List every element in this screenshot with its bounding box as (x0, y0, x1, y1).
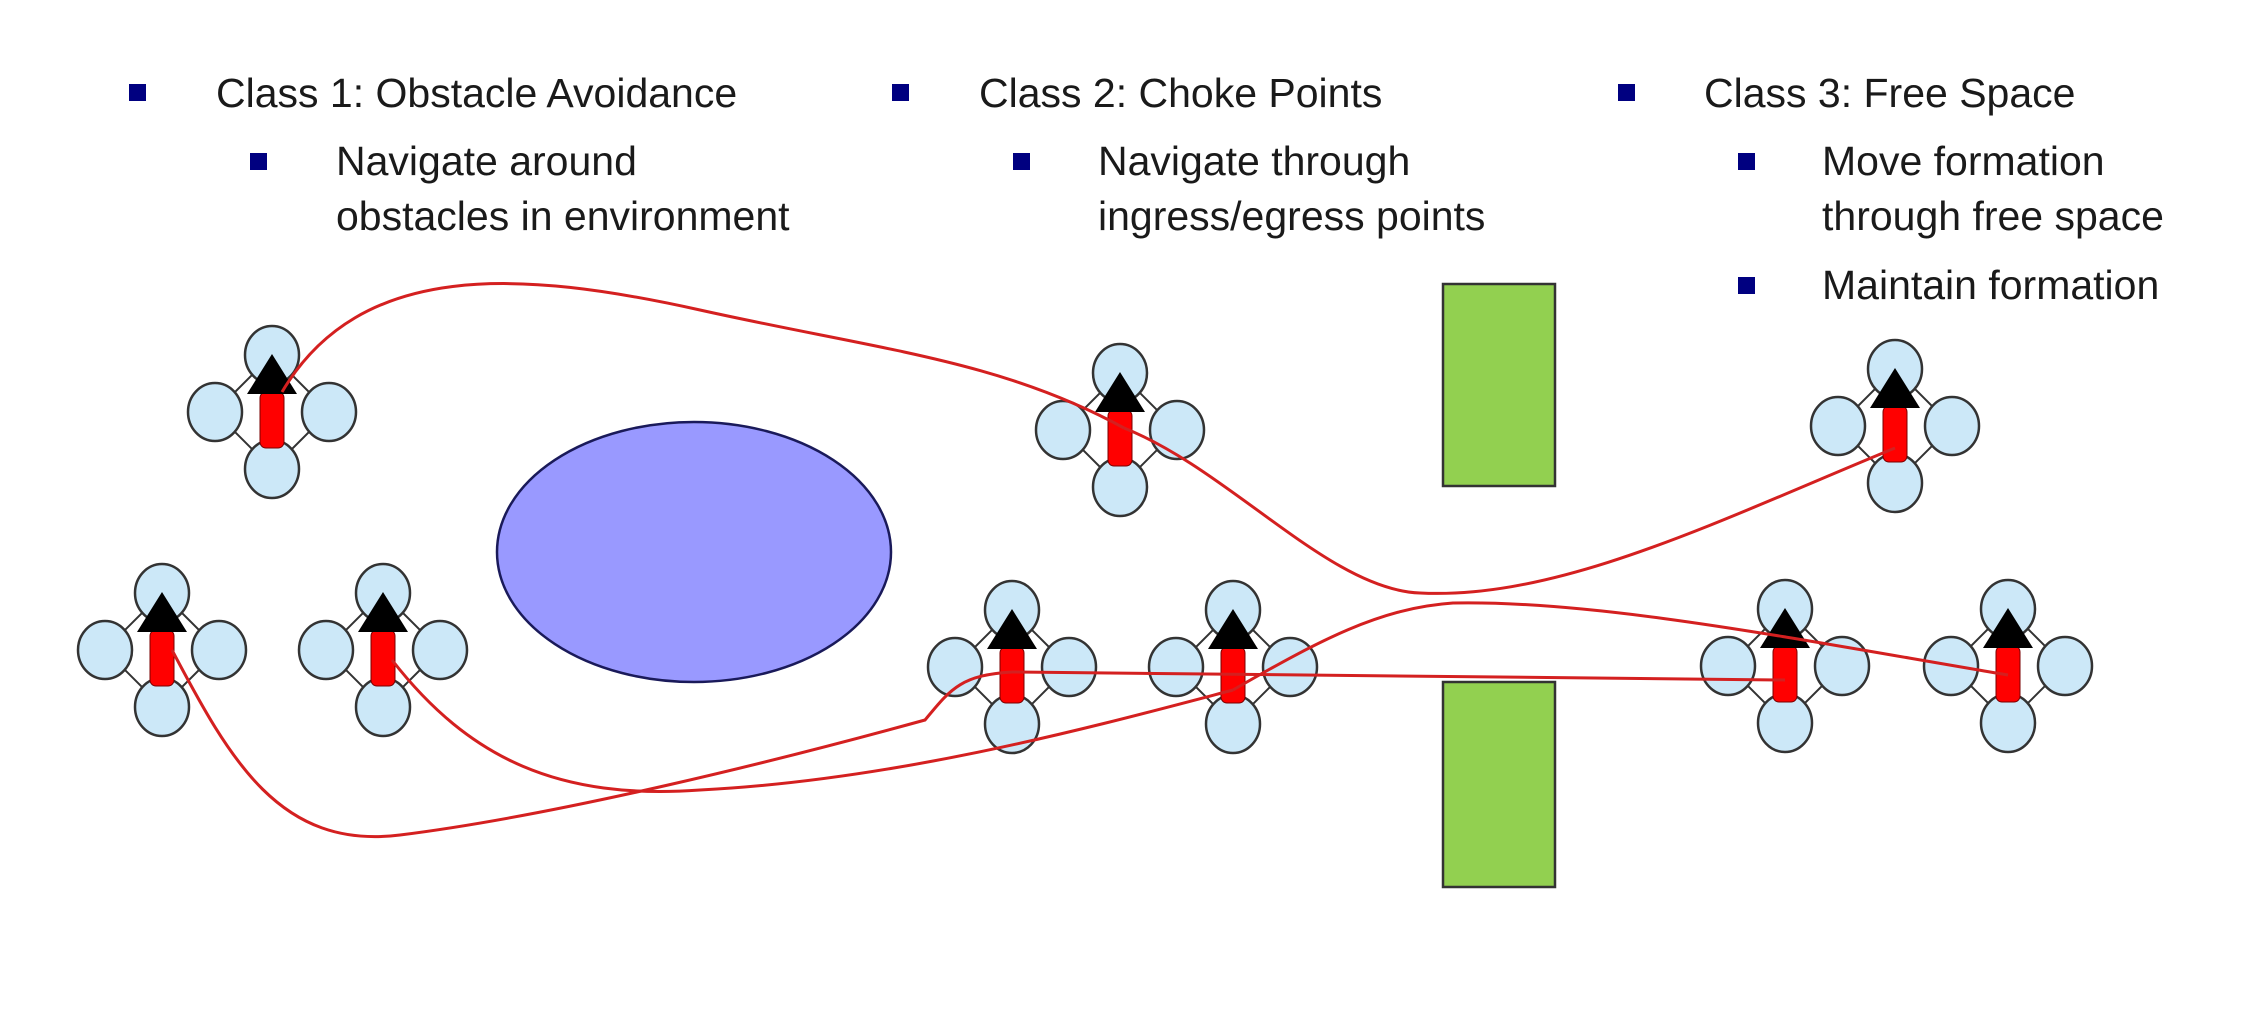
heading-arrow-icon (987, 609, 1037, 649)
robot-node (1809, 395, 1867, 457)
upper-wall (1441, 282, 1557, 488)
trajectory-path (390, 659, 1234, 793)
robot-node (1866, 452, 1924, 514)
heading-arrow-icon (1208, 609, 1258, 649)
heading-arrow-icon (1095, 372, 1145, 412)
class-2-item-line-2: ingress/egress points (1098, 193, 1486, 239)
robot-node (1091, 456, 1149, 518)
heading-arrow-icon (1983, 608, 2033, 648)
class-3-title: Class 3: Free Space (1704, 70, 2076, 116)
robot-node (133, 676, 191, 738)
trajectory-path (1011, 670, 1786, 682)
trajectory-path (1232, 601, 2009, 692)
paths-layer (170, 282, 2009, 839)
robot-node (1923, 395, 1981, 457)
bullet-icon (1738, 277, 1755, 294)
robot-node (1979, 692, 2037, 754)
heading-arrow-body (999, 646, 1025, 704)
class-2-title: Class 2: Choke Points (979, 70, 1383, 116)
robot-node (1148, 399, 1206, 461)
robot-node (411, 619, 469, 681)
formations-layer (76, 324, 2094, 755)
robot-node (1204, 693, 1262, 755)
formation (76, 562, 248, 738)
class-3-item-2-line-1: Maintain formation (1822, 262, 2160, 308)
robot-node (300, 381, 358, 443)
class-1-item-line-1: Navigate around (336, 138, 637, 184)
robot-node (354, 676, 412, 738)
class-1-title: Class 1: Obstacle Avoidance (216, 70, 738, 116)
heading-arrow-icon (137, 592, 187, 632)
formation (1922, 578, 2094, 754)
formation (1699, 578, 1871, 754)
robot-node (190, 619, 248, 681)
trajectory-path (170, 649, 1013, 839)
robot-node (2036, 635, 2094, 697)
heading-arrow-body (259, 391, 285, 449)
robot-node (1147, 636, 1205, 698)
heading-arrow-body (1882, 405, 1908, 463)
formation (297, 562, 469, 738)
robot-node (76, 619, 134, 681)
robot-node (297, 619, 355, 681)
heading-arrow-icon (358, 592, 408, 632)
heading-arrow-body (1107, 409, 1133, 467)
bullet-icon (250, 153, 267, 170)
robot-node (1034, 399, 1092, 461)
robot-node (1040, 636, 1098, 698)
bullet-icon (129, 84, 146, 101)
heading-arrow-body (1772, 645, 1798, 703)
formation (926, 579, 1098, 755)
obstacle-ellipse (495, 420, 893, 684)
heading-arrow-body (149, 629, 175, 687)
formation (1809, 338, 1981, 514)
class-3-item-1-line-1: Move formation (1822, 138, 2105, 184)
robot-node (186, 381, 244, 443)
heading-arrow-body (370, 629, 396, 687)
robot-node (1699, 635, 1757, 697)
trajectory-path (280, 282, 1125, 430)
class-1-item-line-2: obstacles in environment (336, 193, 790, 239)
lower-wall (1441, 680, 1557, 889)
formation (1147, 579, 1319, 755)
bullet-icon (1738, 153, 1755, 170)
class-3-item-1-line-2: through free space (1822, 193, 2164, 239)
heading-arrow-icon (247, 354, 297, 394)
robot-node (1813, 635, 1871, 697)
formation (1034, 342, 1206, 518)
bullet-icon (1618, 84, 1635, 101)
bullet-icon (892, 84, 909, 101)
formation (186, 324, 358, 500)
robot-node (1756, 692, 1814, 754)
heading-arrow-icon (1870, 368, 1920, 408)
class-2-item-line-1: Navigate through (1098, 138, 1411, 184)
robot-node (243, 438, 301, 500)
bullet-icon (1013, 153, 1030, 170)
trajectory-path (1123, 426, 1896, 595)
